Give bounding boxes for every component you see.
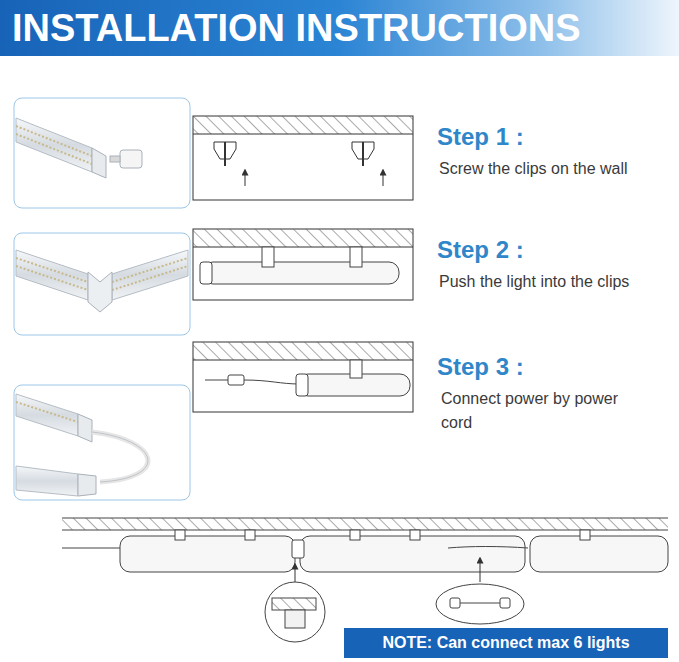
- step-diagram: [193, 342, 413, 412]
- photo-panel: [14, 233, 190, 335]
- title-banner: [0, 0, 679, 56]
- step-heading: Step 1 :: [437, 123, 524, 151]
- banner-title: INSTALLATION INSTRUCTIONS: [12, 5, 581, 51]
- overview-diagram: [62, 518, 668, 642]
- step-heading: Step 3 :: [437, 353, 524, 381]
- photo-panel: [14, 98, 190, 208]
- note-box: NOTE: Can connect max 6 lights: [344, 628, 668, 658]
- step-diagram: [193, 116, 413, 200]
- step-description: Connect power by power cord: [441, 387, 641, 435]
- note-text: NOTE: Can connect max 6 lights: [382, 634, 629, 652]
- step-heading: Step 2 :: [437, 236, 524, 264]
- step-description: Push the light into the clips: [439, 273, 629, 291]
- step-diagram: [193, 229, 413, 300]
- photo-panel: [14, 385, 190, 500]
- step-description: Screw the clips on the wall: [439, 160, 628, 178]
